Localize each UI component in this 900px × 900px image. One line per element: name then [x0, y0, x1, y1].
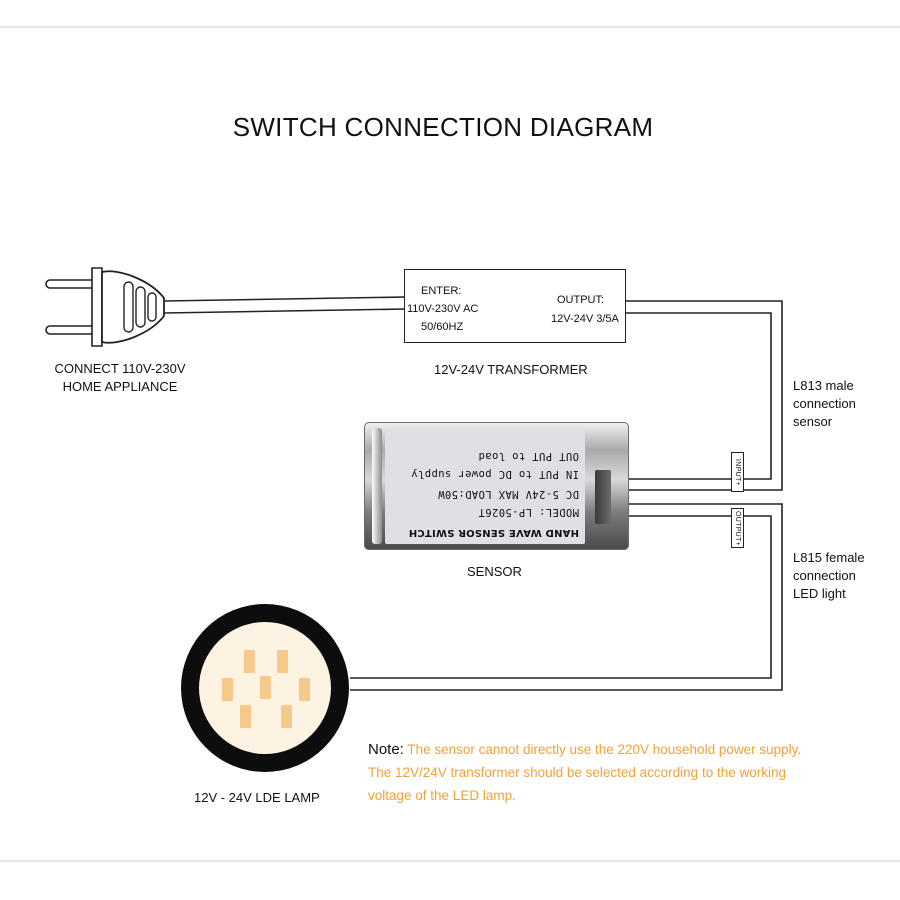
output-connector-tag: OUTPUT+: [731, 508, 744, 548]
male-connector-label: L813 male connection sensor: [793, 377, 856, 431]
sensor-caption: SENSOR: [467, 564, 522, 579]
female-connector-line3: LED light: [793, 586, 846, 601]
sensor-switch-device: HAND WAVE SENSOR SWITCH MODEL: LP-5026T …: [364, 422, 629, 550]
bottom-divider: [0, 860, 900, 862]
top-divider: [0, 26, 900, 28]
note-text: The sensor cannot directly use the 220V …: [368, 742, 802, 803]
transformer-caption: 12V-24V TRANSFORMER: [434, 362, 588, 377]
sensor-label-line: IN PUT to DC power supply: [410, 468, 579, 480]
power-plug-icon: [45, 267, 165, 347]
lamp-caption: 12V - 24V LDE LAMP: [194, 790, 320, 805]
note-key: Note:: [368, 741, 404, 758]
diagram-title: SWITCH CONNECTION DIAGRAM: [232, 112, 654, 142]
output-connector-tag-text: OUTPUT+: [734, 510, 741, 546]
led-lamp-icon: [181, 604, 349, 772]
note-paragraph: Note: The sensor cannot directly use the…: [368, 738, 808, 807]
sensor-output-wires: [350, 503, 783, 691]
transformer-output-label: OUTPUT:: [557, 294, 605, 306]
sensor-label-card: HAND WAVE SENSOR SWITCH MODEL: LP-5026T …: [385, 429, 585, 544]
sensor-label-line: MODEL: LP-5026T: [478, 506, 579, 518]
plug-caption: CONNECT 110V-230V HOME APPLIANCE: [20, 360, 220, 396]
sensor-eye-window: [595, 470, 611, 524]
female-connector-line1: L815 female: [793, 550, 865, 565]
input-connector-tag: INPUT+: [731, 452, 744, 492]
transformer-enter-label: ENTER:: [421, 285, 462, 297]
transformer-box: ENTER: 110V-230V AC 50/60HZ OUTPUT: 12V-…: [404, 269, 626, 343]
male-connector-line2: connection: [793, 396, 856, 411]
sensor-label-line: HAND WAVE SENSOR SWITCH: [408, 527, 579, 538]
plug-caption-line1: CONNECT 110V-230V: [54, 361, 186, 376]
female-connector-line2: connection: [793, 568, 856, 583]
male-connector-line1: L813 male: [793, 378, 854, 393]
plug-caption-line2: HOME APPLIANCE: [62, 379, 178, 394]
input-connector-tag-text: INPUT+: [734, 458, 742, 486]
transformer-enter-voltage: 110V-230V AC: [407, 303, 479, 315]
sensor-label-line: OUT PUT to load: [478, 450, 579, 462]
female-connector-label: L815 female connection LED light: [793, 549, 865, 603]
male-connector-line3: sensor: [793, 414, 833, 429]
mains-cord: [163, 296, 406, 314]
led-chips: [222, 650, 310, 728]
transformer-output-wires: [626, 300, 783, 491]
sensor-label-line: DC 5-24V MAX LOAD:50W: [437, 488, 579, 500]
sensor-edge: [372, 428, 382, 544]
transformer-output-value: 12V-24V 3/5A: [551, 313, 619, 325]
transformer-enter-frequency: 50/60HZ: [421, 321, 464, 333]
